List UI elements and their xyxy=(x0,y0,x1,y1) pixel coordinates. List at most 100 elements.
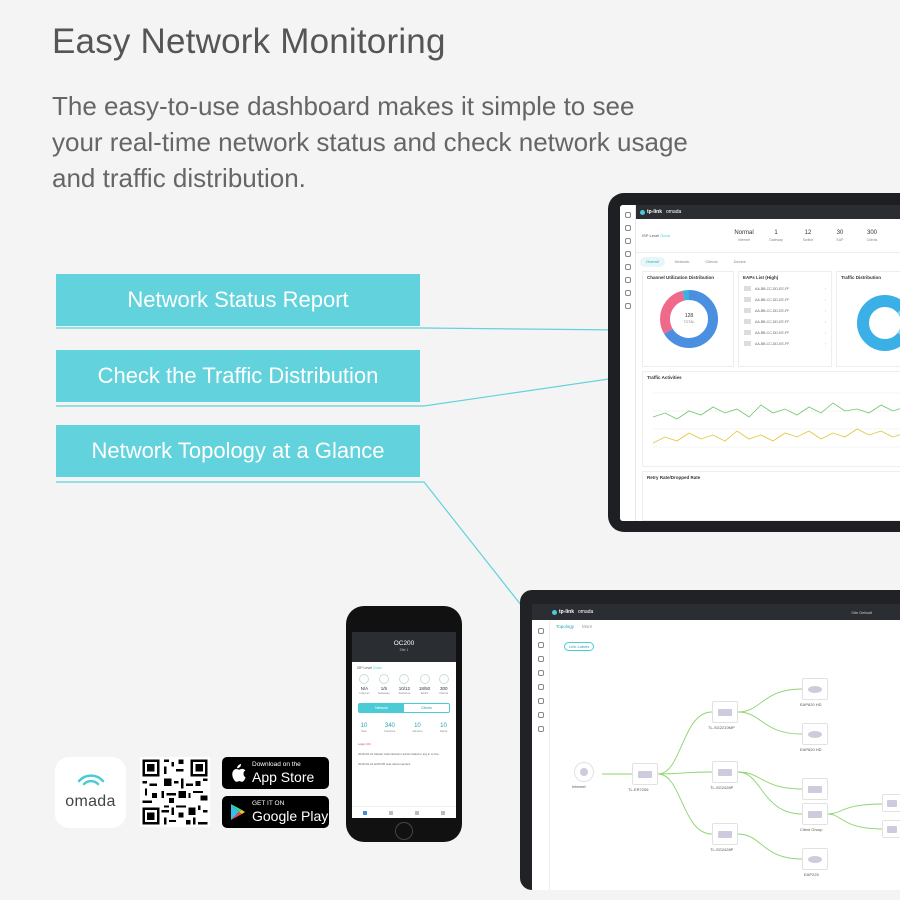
google-play-icon xyxy=(231,804,245,820)
channel-donut-chart: 128 TOTAL xyxy=(660,290,718,348)
app-store-bottom-text: App Store xyxy=(252,769,315,785)
phone-home-button[interactable] xyxy=(395,822,413,840)
traffic-activities-chart xyxy=(652,392,900,448)
app-store-top-text: Download on the xyxy=(252,761,301,768)
eap-row[interactable]: AA-BB-CC-DD-EE-FF› xyxy=(739,338,831,349)
log-entry[interactable]: 2019-06-21 Master Administrator admin fa… xyxy=(358,752,441,756)
tab-network[interactable]: Network xyxy=(674,259,690,264)
controller-node[interactable] xyxy=(802,778,828,800)
tab-device[interactable]: Device xyxy=(733,259,746,264)
site-selector[interactable]: Site Default xyxy=(851,609,872,615)
donut-total-label: TOTAL xyxy=(684,320,695,324)
wifi-icon xyxy=(77,774,104,786)
omada-logo-text: omada xyxy=(65,793,116,810)
phone-tab-bar xyxy=(352,806,456,818)
tab-devices-icon[interactable] xyxy=(415,810,419,815)
tablet-isp-level: ISP Level Good xyxy=(642,233,670,238)
tab-home-icon[interactable] xyxy=(363,810,367,815)
tablet-app-name: omada xyxy=(666,209,682,215)
channel-utilization-title: Channel Utilization Distribution xyxy=(647,275,714,280)
eap-node[interactable] xyxy=(802,848,828,870)
eap-row[interactable]: AA-BB-CC-DD-EE-FF› xyxy=(739,305,831,316)
laptop-brand: tp-link xyxy=(559,609,574,615)
link-labels-button[interactable]: Link Labels xyxy=(564,642,595,651)
log-entry[interactable]: 2019-06-21 EAP245 was disconnected. xyxy=(358,762,411,766)
tab-topology[interactable]: Topology xyxy=(556,624,575,629)
client-group-node[interactable] xyxy=(802,803,828,825)
feature-network-status: Network Status Report xyxy=(56,274,420,326)
switch-node[interactable] xyxy=(712,701,738,723)
eap-row[interactable]: AA-BB-CC-DD-EE-FF› xyxy=(739,283,831,294)
eap-node[interactable] xyxy=(802,723,828,745)
omada-app-logo[interactable]: omada xyxy=(55,757,126,828)
tablet-header: tp-link omada xyxy=(636,205,900,219)
node-label: TL-SG2210MP xyxy=(708,725,735,730)
gateway-node[interactable] xyxy=(632,763,658,785)
phone-title: OC200 xyxy=(393,640,415,647)
traffic-activities-title: Traffic Activities xyxy=(647,375,682,380)
donut-total-value: 128 xyxy=(685,313,694,319)
switch-node[interactable] xyxy=(712,761,738,783)
internet-node[interactable] xyxy=(574,762,594,782)
tplink-logo-icon xyxy=(640,209,645,215)
node-label: TL-ER7206 xyxy=(628,787,649,792)
node-label: EAP225 xyxy=(804,872,819,877)
client-node[interactable] xyxy=(882,820,900,838)
laptop-app-name: omada xyxy=(578,609,594,615)
eaps-list-card: EAPs List (High) AA-BB-CC-DD-EE-FF› AA-B… xyxy=(738,271,832,367)
eap-row[interactable]: AA-BB-CC-DD-EE-FF› xyxy=(739,294,831,305)
retry-rate-title: Retry Rate/Dropped Rate xyxy=(647,475,701,480)
laptop-header: tp-link omada Site Default xyxy=(532,604,900,620)
tab-more[interactable]: More xyxy=(582,624,593,629)
eap-node[interactable] xyxy=(802,678,828,700)
tablet-sidebar xyxy=(620,205,636,521)
traffic-activities-card: Traffic Activities xyxy=(642,371,900,467)
tab-settings-icon[interactable] xyxy=(441,810,445,815)
phone-logs-title: Logs (10) xyxy=(358,742,371,746)
page-title: Easy Network Monitoring xyxy=(52,22,446,61)
google-play-top-text: GET IT ON xyxy=(252,800,285,807)
toggle-clients[interactable]: Clients xyxy=(421,706,432,710)
feature-network-topology: Network Topology at a Glance xyxy=(56,425,420,477)
laptop-device: tp-link omada Site Default Topology More… xyxy=(520,590,900,890)
feature-traffic-distribution: Check the Traffic Distribution xyxy=(56,350,420,402)
switch-node[interactable] xyxy=(712,823,738,845)
tablet-brand: tp-link xyxy=(647,209,662,215)
tplink-logo-icon xyxy=(552,609,557,615)
node-label: EAP620 HD xyxy=(800,702,822,707)
traffic-distribution-title: Traffic Distribution xyxy=(841,275,882,280)
toggle-network[interactable]: Network xyxy=(359,704,404,712)
client-node[interactable] xyxy=(882,794,900,812)
tab-stats-icon[interactable] xyxy=(389,810,393,815)
tab-overall[interactable]: Overall xyxy=(640,257,665,267)
eap-row[interactable]: AA-BB-CC-DD-EE-FF› xyxy=(739,316,831,327)
page-description: The easy-to-use dashboard makes it simpl… xyxy=(52,91,688,193)
tab-clients[interactable]: Clients xyxy=(705,259,718,264)
eap-row[interactable]: AA-BB-CC-DD-EE-FF› xyxy=(739,327,831,338)
phone-isp-level: ISP Level Good xyxy=(357,666,382,670)
topology-links xyxy=(602,688,883,860)
node-label: Client Group xyxy=(800,827,823,832)
phone-header: OC200 Site 1 xyxy=(352,632,456,662)
eaps-list-title: EAPs List (High) xyxy=(743,275,779,280)
node-label: TL-SG2428P xyxy=(710,847,734,852)
